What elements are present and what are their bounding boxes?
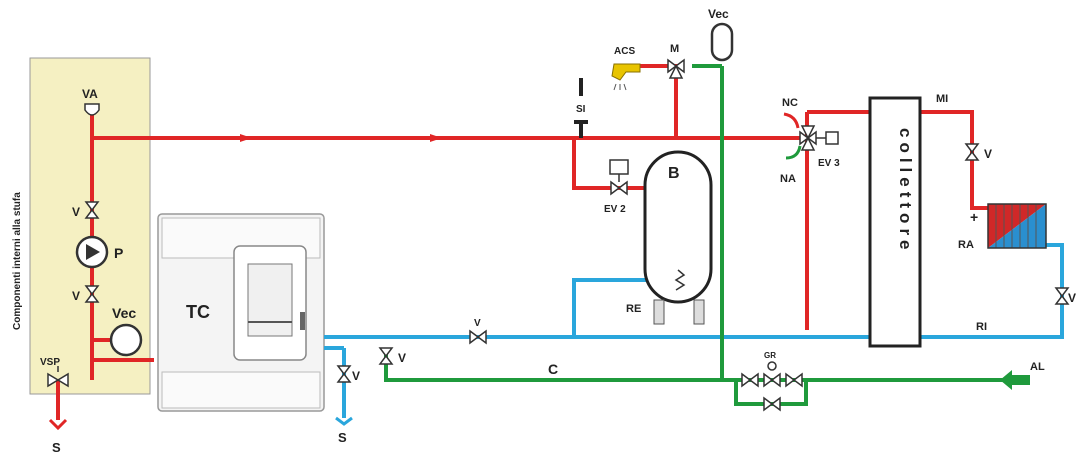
valve-icon	[337, 365, 351, 383]
re-label: RE	[626, 303, 641, 315]
mixing-valve-icon	[667, 59, 685, 79]
valve-icon	[1055, 287, 1069, 305]
drain-icon	[335, 416, 353, 426]
collector	[868, 96, 922, 348]
vec-label: Vec	[708, 7, 729, 21]
ra-label: RA	[958, 239, 974, 251]
safety-valve-icon	[47, 366, 69, 388]
ri-label: RI	[976, 321, 987, 333]
collector-label: collettore	[896, 128, 915, 255]
mi-label: MI	[936, 93, 948, 105]
stove-label: TC	[186, 302, 210, 322]
v-label: V	[474, 318, 481, 329]
acs-label: ACS	[614, 46, 635, 57]
boiler-tank	[643, 150, 713, 325]
ev3-label: EV 3	[818, 158, 840, 169]
drain-icon	[48, 418, 68, 431]
ev2-label: EV 2	[604, 204, 626, 215]
na-arrow-icon	[785, 145, 802, 160]
s-label: S	[338, 430, 347, 445]
pump-label: P	[114, 245, 123, 261]
plus-label: +	[970, 209, 978, 225]
pump-icon	[75, 235, 109, 269]
motorized-valve-icon	[609, 159, 629, 195]
expansion-vessel-icon	[710, 22, 734, 62]
diverter-valve-icon	[799, 125, 839, 151]
gr-valve-group-icon	[741, 361, 803, 411]
s-label: S	[52, 440, 61, 455]
expansion-vessel-icon	[109, 323, 143, 357]
v-label: V	[398, 351, 406, 365]
panel-vertical-label: Componenti interni alla stufa	[12, 192, 23, 330]
v-label: V	[72, 205, 80, 219]
vec-label: Vec	[112, 305, 136, 321]
gr-label: GR	[764, 351, 776, 360]
valve-icon	[469, 330, 487, 344]
na-label: NA	[780, 173, 796, 185]
vsp-label: VSP	[40, 357, 60, 368]
nc-arrow-icon	[783, 112, 800, 129]
hot-water-tap-icon	[611, 63, 641, 91]
inlet-arrow-icon	[1000, 370, 1030, 390]
al-label: AL	[1030, 361, 1045, 373]
v-label: V	[984, 147, 992, 161]
thermo-stove	[157, 213, 325, 412]
boiler-label: B	[668, 165, 680, 182]
va-label: VA	[82, 87, 98, 101]
si-label: SI	[576, 104, 586, 115]
nc-label: NC	[782, 97, 798, 109]
flow-arrows-hot	[240, 134, 442, 142]
sensor-icon	[574, 78, 588, 138]
c-label: C	[548, 361, 558, 377]
air-vent-icon	[84, 103, 100, 116]
valve-icon	[379, 347, 393, 365]
v-label: V	[1068, 291, 1076, 305]
radiator-icon	[987, 203, 1047, 249]
m-label: M	[670, 43, 679, 55]
v-label: V	[72, 289, 80, 303]
v-label: V	[352, 369, 360, 383]
valve-icon	[965, 143, 979, 161]
